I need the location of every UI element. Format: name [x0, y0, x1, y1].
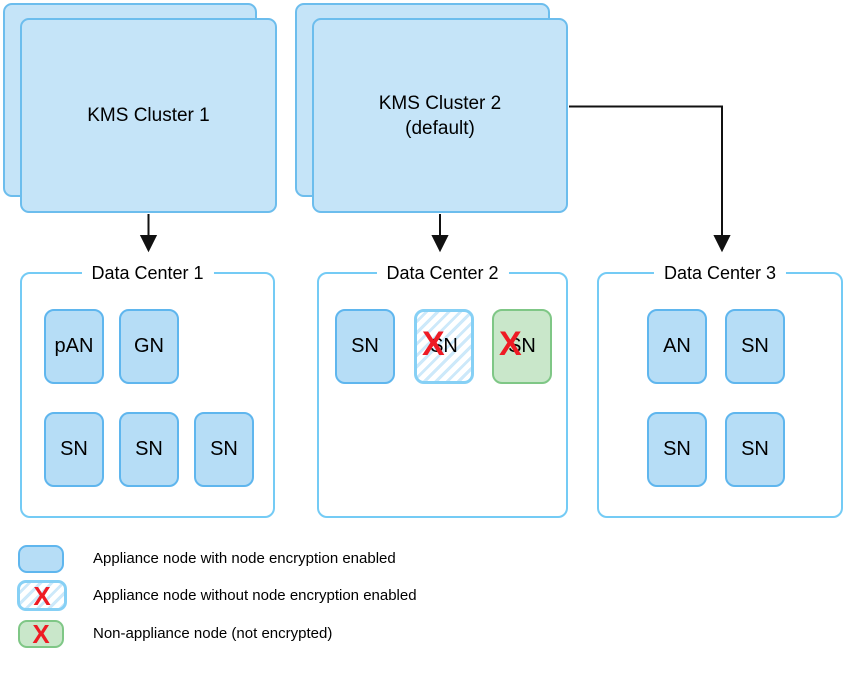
node-label: SN — [741, 335, 769, 357]
arrowhead-cluster2-to-dc3 — [713, 235, 731, 253]
node-sn: SN — [335, 309, 395, 384]
node-gn: GN — [119, 309, 179, 384]
node-an: AN — [647, 309, 707, 384]
data-center-2: Data Center 2 SN SN X SN X — [317, 262, 568, 518]
node-label: pAN — [54, 335, 94, 357]
kms-cluster-1: KMS Cluster 1 — [20, 18, 277, 213]
data-center-1-title: Data Center 1 — [81, 262, 214, 284]
legend-label-appliance-unencrypted: Appliance node without node encryption e… — [93, 587, 417, 604]
arrowhead-cluster1-to-dc1 — [139, 235, 158, 253]
node-label: SN — [663, 438, 691, 460]
node-label: SN — [60, 438, 88, 460]
node-label: AN — [663, 335, 691, 357]
data-center-2-title: Data Center 2 — [376, 262, 509, 284]
data-center-3: Data Center 3 AN SN SN SN — [597, 262, 843, 518]
legend-label-appliance-encrypted: Appliance node with node encryption enab… — [93, 550, 396, 567]
arrow-cluster2-to-dc3 — [569, 105, 723, 237]
node-sn: SN — [725, 309, 785, 384]
legend-swatch-appliance-unencrypted: X — [17, 580, 67, 611]
kms-cluster-2: KMS Cluster 2 (default) — [312, 18, 568, 213]
kms-cluster-1-title: KMS Cluster 1 — [87, 105, 210, 126]
node-sn: SN — [647, 412, 707, 487]
node-label: GN — [134, 335, 164, 357]
node-label: SN — [508, 335, 536, 357]
data-center-1: Data Center 1 pAN GN SN SN SN — [20, 262, 275, 518]
arrowhead-cluster2-to-dc2 — [431, 235, 449, 253]
node-label: SN — [210, 438, 238, 460]
node-sn: SN — [194, 412, 254, 487]
legend-swatch-non-appliance: X — [18, 620, 64, 648]
node-sn: SN — [725, 412, 785, 487]
node-label: SN — [351, 335, 379, 357]
red-x-icon: X — [33, 580, 51, 611]
data-center-3-title: Data Center 3 — [653, 262, 787, 284]
node-sn: SN — [44, 412, 104, 487]
node-sn: SN — [119, 412, 179, 487]
node-label: SN — [741, 438, 769, 460]
node-label: SN — [430, 335, 458, 357]
kms-cluster-2-subtitle: (default) — [405, 117, 475, 139]
node-sn-non-appliance: SN X — [492, 309, 552, 384]
node-label: SN — [135, 438, 163, 460]
legend-swatch-appliance-encrypted — [18, 545, 64, 573]
node-pan: pAN — [44, 309, 104, 384]
node-sn-unencrypted: SN X — [414, 309, 474, 384]
kms-cluster-2-title: KMS Cluster 2 — [378, 92, 502, 114]
red-x-icon: X — [32, 619, 50, 649]
legend-label-non-appliance: Non-appliance node (not encrypted) — [93, 625, 333, 642]
